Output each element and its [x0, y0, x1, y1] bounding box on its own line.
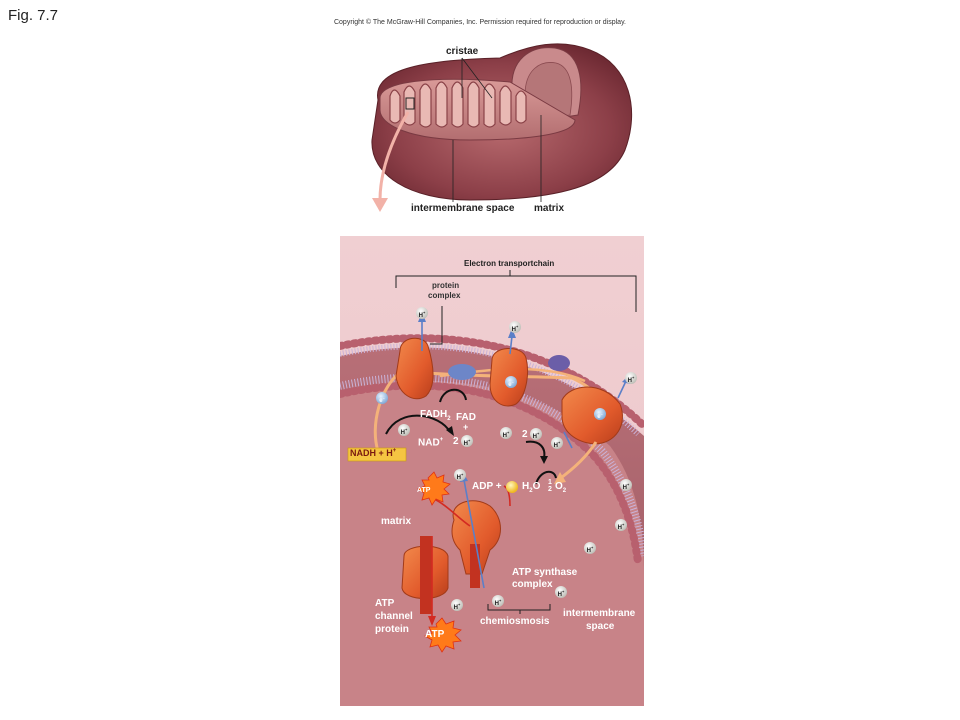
label-atp-channel-1: ATP	[375, 598, 395, 609]
h-ion: H+	[615, 519, 627, 531]
label-intermembrane-2: space	[586, 621, 615, 632]
label-fad-plus: +	[463, 422, 469, 432]
figure-label: Fig. 7.7	[8, 7, 59, 24]
label-adp: ADP +	[472, 481, 502, 492]
label-chemiosmosis: chemiosmosis	[480, 616, 550, 627]
label-intermembrane-1: intermembrane	[563, 608, 636, 619]
h-ion: H+	[492, 595, 504, 607]
h-ion: H+	[555, 586, 567, 598]
h-ion: H+	[509, 321, 521, 333]
electron: e–	[594, 408, 606, 420]
atp-channel-protein	[401, 536, 449, 614]
label-o2: O2	[555, 481, 567, 494]
label-atp-1: ATP	[417, 487, 431, 494]
label-etc: Electron transportchain	[464, 259, 555, 268]
label-matrix-detail: matrix	[381, 516, 412, 527]
protein-complex-3	[561, 386, 623, 445]
label-two-h-1: 2	[453, 436, 459, 447]
h-ion: H+	[451, 599, 463, 611]
electron: e–	[376, 392, 388, 404]
zoom-arrow	[378, 111, 410, 201]
mitochondrion-illustration	[371, 43, 632, 212]
label-atp-2: ATP	[425, 629, 445, 640]
label-atp-channel-2: channel	[375, 611, 413, 622]
label-cristae: cristae	[446, 46, 479, 57]
h-ion: H+	[500, 427, 512, 439]
label-atp-synthase-2: complex	[512, 579, 553, 590]
label-matrix: matrix	[534, 203, 565, 214]
label-nadh: NADH + H+	[350, 448, 397, 458]
label-intermembrane-space: intermembrane space	[411, 203, 515, 214]
h-ion: H+	[625, 372, 637, 384]
label-protein-line-2: complex	[428, 291, 461, 300]
h-ion: H+	[584, 542, 596, 554]
zoom-box	[405, 97, 415, 110]
carrier-q	[448, 364, 476, 380]
h-ion: H+	[454, 469, 466, 481]
nadh-highlight	[347, 447, 407, 462]
copyright-notice: Copyright © The McGraw-Hill Companies, I…	[333, 19, 626, 26]
electron: e–	[505, 376, 517, 388]
label-nad: NAD+	[418, 437, 444, 449]
label-atp-channel-3: protein	[375, 624, 409, 635]
label-two-h-2: 2	[522, 429, 528, 440]
carrier-cyt-c	[548, 355, 570, 371]
atp-starburst-1	[417, 471, 451, 506]
label-fadh2: FADH2	[420, 409, 451, 422]
label-fad: FAD	[456, 412, 476, 423]
atp-starburst-2	[424, 617, 462, 653]
h-ion: H+	[551, 437, 563, 449]
label-h2o: H2O	[522, 481, 541, 494]
label-atp-synthase-1: ATP synthase	[512, 567, 578, 578]
phosphate-ball	[506, 481, 518, 493]
h-ion: H+	[530, 428, 542, 440]
etc-detail-diagram	[340, 236, 644, 706]
etc-bracket	[395, 270, 637, 614]
atp-synthase-complex	[451, 500, 501, 588]
h-ion: H+	[416, 307, 428, 319]
h-ion: H+	[398, 424, 410, 436]
h-ion: H+	[461, 435, 473, 447]
h-ion: H+	[620, 479, 632, 491]
protein-complex-1	[395, 337, 434, 400]
cristae-folds	[389, 81, 527, 128]
label-protein-line-1: protein	[432, 281, 460, 290]
